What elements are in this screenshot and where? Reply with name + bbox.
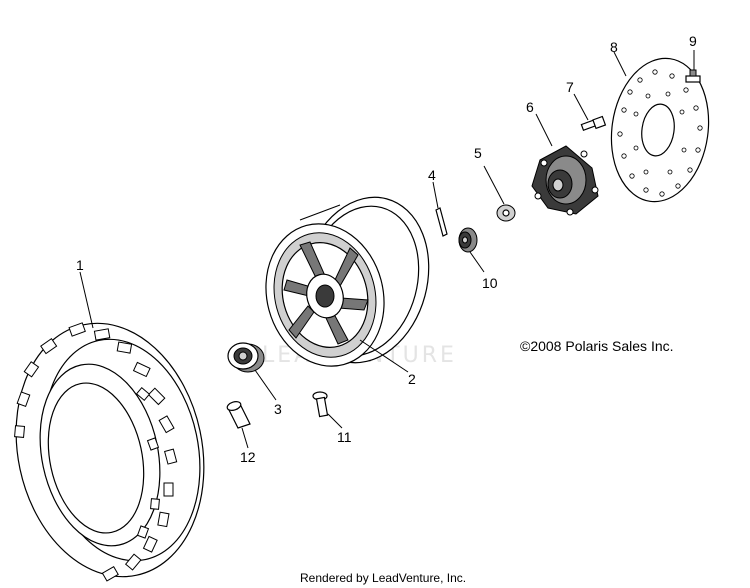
part-12-spacer xyxy=(226,401,251,449)
part-10-castle-nut xyxy=(458,227,485,273)
rendered-by-footer: Rendered by LeadVenture, Inc. xyxy=(300,571,466,585)
callout-7: 7 xyxy=(566,79,574,95)
part-2-wheel-rim xyxy=(265,196,430,373)
part-3-bearing xyxy=(227,342,277,401)
copyright-text: ©2008 Polaris Sales Inc. xyxy=(520,338,674,354)
callout-6: 6 xyxy=(526,99,534,115)
part-7-disc-bolt xyxy=(573,93,607,131)
part-11-bolt xyxy=(312,391,343,429)
part-8-brake-disc xyxy=(610,51,710,203)
callout-5: 5 xyxy=(474,145,482,161)
part-6-hub xyxy=(531,113,599,216)
part-1-tire xyxy=(14,271,205,582)
callout-3: 3 xyxy=(274,401,282,417)
callout-8: 8 xyxy=(610,39,618,55)
callout-10: 10 xyxy=(482,275,498,291)
callout-4: 4 xyxy=(428,167,436,183)
part-9-disc-screw xyxy=(685,50,701,83)
part-4-cotter-pin xyxy=(432,181,448,237)
callout-12: 12 xyxy=(240,449,256,465)
part-5-washer xyxy=(483,165,516,222)
callout-1: 1 xyxy=(76,257,84,273)
callout-9: 9 xyxy=(689,33,697,49)
callout-11: 11 xyxy=(337,429,352,445)
callout-2: 2 xyxy=(408,371,416,387)
